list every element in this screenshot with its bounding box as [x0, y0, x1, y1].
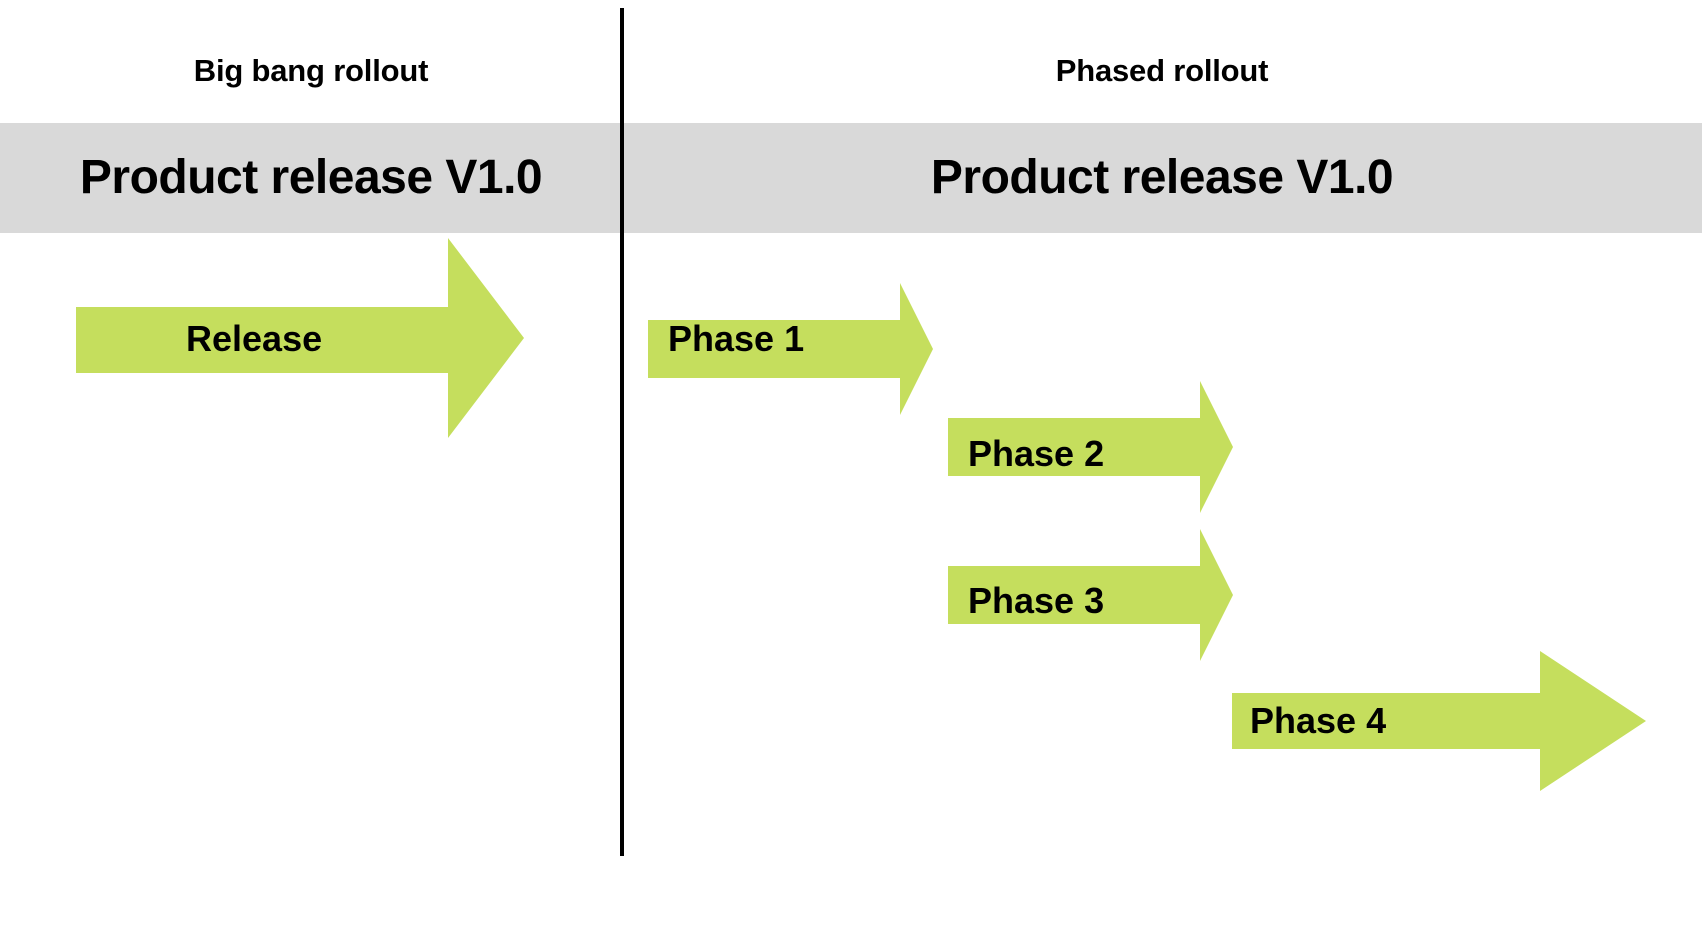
phase3-arrow-shape — [948, 529, 1233, 661]
phase2-arrow-shape — [948, 381, 1233, 513]
column-heading-phased: Phased rollout — [1055, 53, 1269, 88]
release-band-label-left: Product release V1.0 — [79, 151, 543, 204]
column-divider — [620, 8, 624, 856]
release-arrow-shape — [76, 238, 524, 438]
arrow-right-icon — [948, 529, 1233, 661]
phase2-arrow-label: Phase 2 — [968, 433, 1105, 474]
release-band: Product release V1.0 Product release V1.… — [0, 123, 1702, 233]
phase1-arrow-shape — [648, 283, 933, 415]
arrow-right-icon — [1232, 651, 1646, 791]
release-band-label-right: Product release V1.0 — [930, 151, 1394, 204]
release-arrow-label: Release — [186, 318, 323, 359]
phase1-arrow-label: Phase 1 — [668, 318, 805, 359]
phase4-arrow-shape — [1232, 651, 1646, 791]
phase3-arrow-label: Phase 3 — [968, 580, 1105, 621]
arrow-right-icon — [948, 381, 1233, 513]
arrow-right-icon — [648, 283, 933, 415]
arrow-right-icon — [76, 238, 524, 438]
column-heading-big-bang: Big bang rollout — [193, 53, 429, 88]
phase4-arrow-label: Phase 4 — [1250, 700, 1387, 741]
